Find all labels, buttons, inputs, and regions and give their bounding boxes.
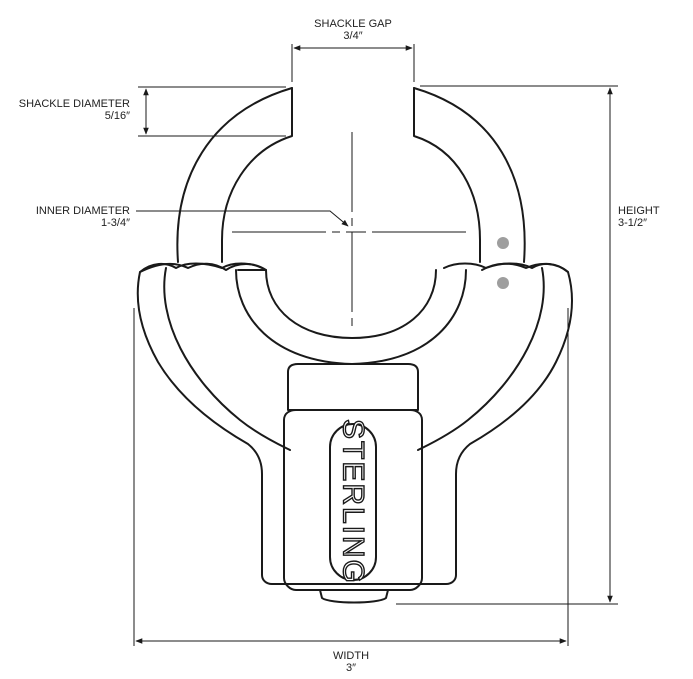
width-title: WIDTH bbox=[332, 650, 370, 662]
height-title: HEIGHT bbox=[618, 205, 660, 217]
shackle-gap-title: SHACKLE GAP bbox=[314, 18, 392, 30]
inner-diameter-title: INNER DIAMETER bbox=[35, 205, 130, 217]
height-label: HEIGHT 3-1/2″ bbox=[618, 205, 690, 229]
inner-diameter-value: 1-3/4″ bbox=[101, 217, 130, 229]
height-value: 3-1/2″ bbox=[618, 217, 647, 229]
shackle-diameter-value: 5/16″ bbox=[104, 110, 130, 122]
shackle-outer bbox=[176, 87, 293, 263]
shackle-outer-right bbox=[413, 87, 526, 263]
shackle-diameter-label: SHACKLE DIAMETER 5/16″ bbox=[6, 98, 130, 122]
brand-oval bbox=[329, 423, 377, 581]
shackle-gap-left bbox=[221, 87, 293, 263]
lock-front-plate bbox=[283, 409, 423, 591]
brand-text: STERLING bbox=[337, 419, 370, 585]
shackle-gap-value: 3/4″ bbox=[343, 30, 363, 42]
width-value: 3″ bbox=[345, 662, 356, 674]
body-inner-band-right bbox=[417, 267, 545, 451]
lock-bottom-foot bbox=[319, 589, 389, 604]
lock-collar bbox=[287, 363, 419, 411]
inner-diameter-label: INNER DIAMETER 1-3/4″ bbox=[6, 205, 130, 229]
indicator-dot-upper bbox=[497, 237, 509, 249]
shackle-gap-label: SHACKLE GAP 3/4″ bbox=[293, 18, 413, 42]
body-u-cutout bbox=[235, 269, 467, 365]
body-inner-band bbox=[163, 267, 291, 451]
shackle-gap-right bbox=[413, 87, 481, 263]
shackle-inner-ring bbox=[265, 269, 437, 339]
body-top-edge bbox=[139, 262, 263, 273]
id-leader bbox=[136, 210, 349, 227]
body-top-edge-right bbox=[443, 262, 569, 273]
shackle-diameter-title: SHACKLE DIAMETER bbox=[18, 98, 130, 110]
indicator-dot-lower bbox=[497, 277, 509, 289]
width-label: WIDTH 3″ bbox=[291, 650, 411, 674]
